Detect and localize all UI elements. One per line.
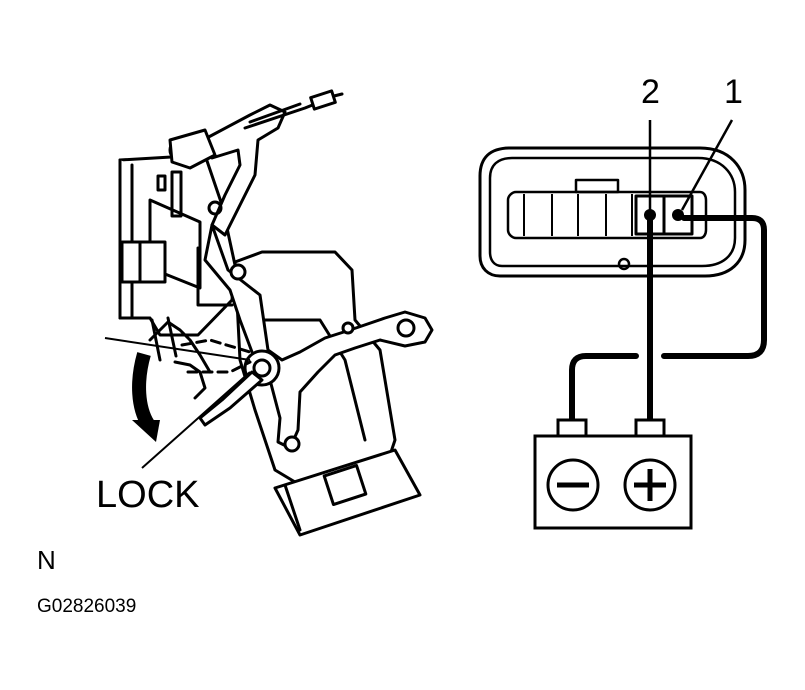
- lever-pivot-mid: [341, 321, 355, 335]
- rod-end: [309, 89, 337, 111]
- lever-pivot-top: [229, 263, 247, 281]
- connector-pin-dividers: [523, 194, 633, 236]
- wire-terminal-1-to-negative: [569, 215, 767, 425]
- lock-linkage-rod: [148, 320, 212, 374]
- connector-latch: [574, 178, 620, 194]
- connector-plug-slot: [322, 463, 368, 507]
- connector-plug-face: [283, 483, 302, 532]
- rod-end-tip: [332, 92, 344, 98]
- lock-linkage-detail: [173, 360, 207, 400]
- lock-direction-arrow: [132, 352, 160, 442]
- connector-outer-shell: [478, 146, 747, 278]
- housing-bracket: [196, 246, 234, 307]
- lock-leader-lines: [104, 337, 251, 469]
- pin-1-label: 1: [724, 73, 743, 111]
- lock-knob-inner: [252, 358, 272, 378]
- lever-pivot-right: [396, 318, 416, 338]
- housing-slot: [170, 170, 183, 218]
- upper-arm-left-lobe: [168, 128, 217, 170]
- connector-key-hole: [617, 257, 631, 271]
- unlock-position-outline: [180, 338, 252, 374]
- connector-housing: [478, 146, 747, 278]
- pin-1-leader: [680, 119, 734, 211]
- lock-linkage-bar: [198, 370, 264, 427]
- lock-slot-left: [150, 316, 178, 362]
- upper-arm-hole-2: [207, 200, 223, 216]
- housing-left-face: [118, 158, 134, 320]
- battery: [533, 418, 693, 530]
- lever-pivot-bottom: [283, 435, 301, 453]
- pin-2-label: 2: [641, 73, 660, 111]
- control-rod-upper: [248, 102, 302, 124]
- battery-symbols: [557, 469, 666, 501]
- lock-label: LOCK: [96, 474, 200, 516]
- housing-cylinder: [120, 240, 167, 284]
- test-wires: [569, 215, 767, 425]
- upper-link-arm: [201, 103, 287, 237]
- connector-inner-shell: [488, 156, 737, 268]
- door-lock-assembly: [118, 89, 434, 537]
- figure-code: G02826039: [37, 596, 137, 617]
- n-label: N: [37, 545, 56, 575]
- terminal-2-contact: [644, 209, 656, 221]
- motor-connector-plug: [273, 448, 422, 537]
- housing-small-square: [156, 174, 167, 192]
